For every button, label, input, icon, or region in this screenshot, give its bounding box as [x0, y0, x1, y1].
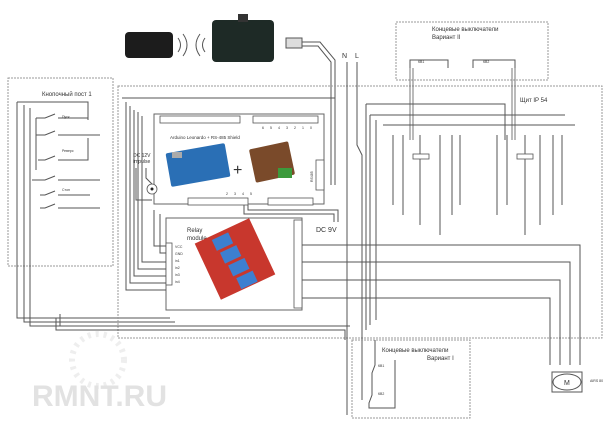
watermark-text: RMNT.RU [32, 380, 167, 413]
relay-pin-in2: in2 [175, 266, 180, 270]
kv2-v1-label: КВ2 [378, 392, 384, 396]
pin-label: 2 [294, 126, 296, 130]
pin-label: 5 [270, 126, 272, 130]
limit-switches-1-box [351, 339, 471, 419]
plus-sign: + [233, 162, 242, 179]
limit-switches-1-variant: Вариант I [427, 356, 454, 362]
rs485-shield-image [249, 141, 295, 183]
relay-title: Relay [187, 228, 202, 234]
pin-label: 2 [226, 192, 228, 196]
limit-switches-2-box [395, 21, 549, 81]
motor-label: AIRS 80 [590, 379, 603, 383]
motor-symbol: M [564, 380, 570, 387]
dc9v-label: DC 9V [316, 227, 337, 234]
relay-pin-vcc: VCC [175, 245, 183, 249]
watermark-logo [69, 331, 127, 389]
pin-label: 4 [242, 192, 244, 196]
button-post-title: Кнопочный пост 1 [42, 91, 92, 98]
gsm-receiver [125, 14, 303, 62]
pin-label: 0 [310, 126, 312, 130]
pin-label: 4 [278, 126, 280, 130]
panel-box [117, 85, 603, 339]
limit-switches-1-title: Концевые выключатели [382, 348, 448, 354]
relay-pin-in3: in3 [175, 273, 180, 277]
button-start-label: Пуск [62, 115, 70, 119]
arduino-title: Arduino Leonardo + RS-485 Shield [170, 135, 240, 140]
pin-label: 6 [262, 126, 264, 130]
kv1-label: КВ1 [418, 60, 424, 64]
neutral-label: N [342, 53, 347, 60]
panel-title: Щит IP 54 [520, 98, 548, 104]
pin-label: 5 [250, 192, 252, 196]
kv2-label: КВ2 [483, 60, 489, 64]
rs485-label: RS485 [310, 171, 314, 182]
button-stop-label: Стоп [62, 188, 70, 192]
arduino-board-image [165, 143, 231, 187]
motor: M [551, 371, 583, 393]
limit-switches-2-variant: Вариант II [432, 35, 461, 41]
button-reverse-label: Реверс [62, 149, 74, 153]
pin-label: 1 [302, 126, 304, 130]
button-post-box [7, 77, 114, 267]
relay-pin-gnd: GND [175, 252, 183, 256]
kv1-v1-label: КВ1 [378, 364, 384, 368]
relay-title-2: module [187, 236, 207, 242]
relay-board-image [194, 218, 276, 300]
limit-switches-2-title: Концевые выключатели [432, 27, 498, 33]
line-label: L [355, 53, 359, 60]
relay-pin-in4: in4 [175, 280, 180, 284]
pin-label: 3 [234, 192, 236, 196]
arduino-header-top [159, 115, 325, 206]
relay-pin-in1: in1 [175, 259, 180, 263]
pin-label: 3 [286, 126, 288, 130]
